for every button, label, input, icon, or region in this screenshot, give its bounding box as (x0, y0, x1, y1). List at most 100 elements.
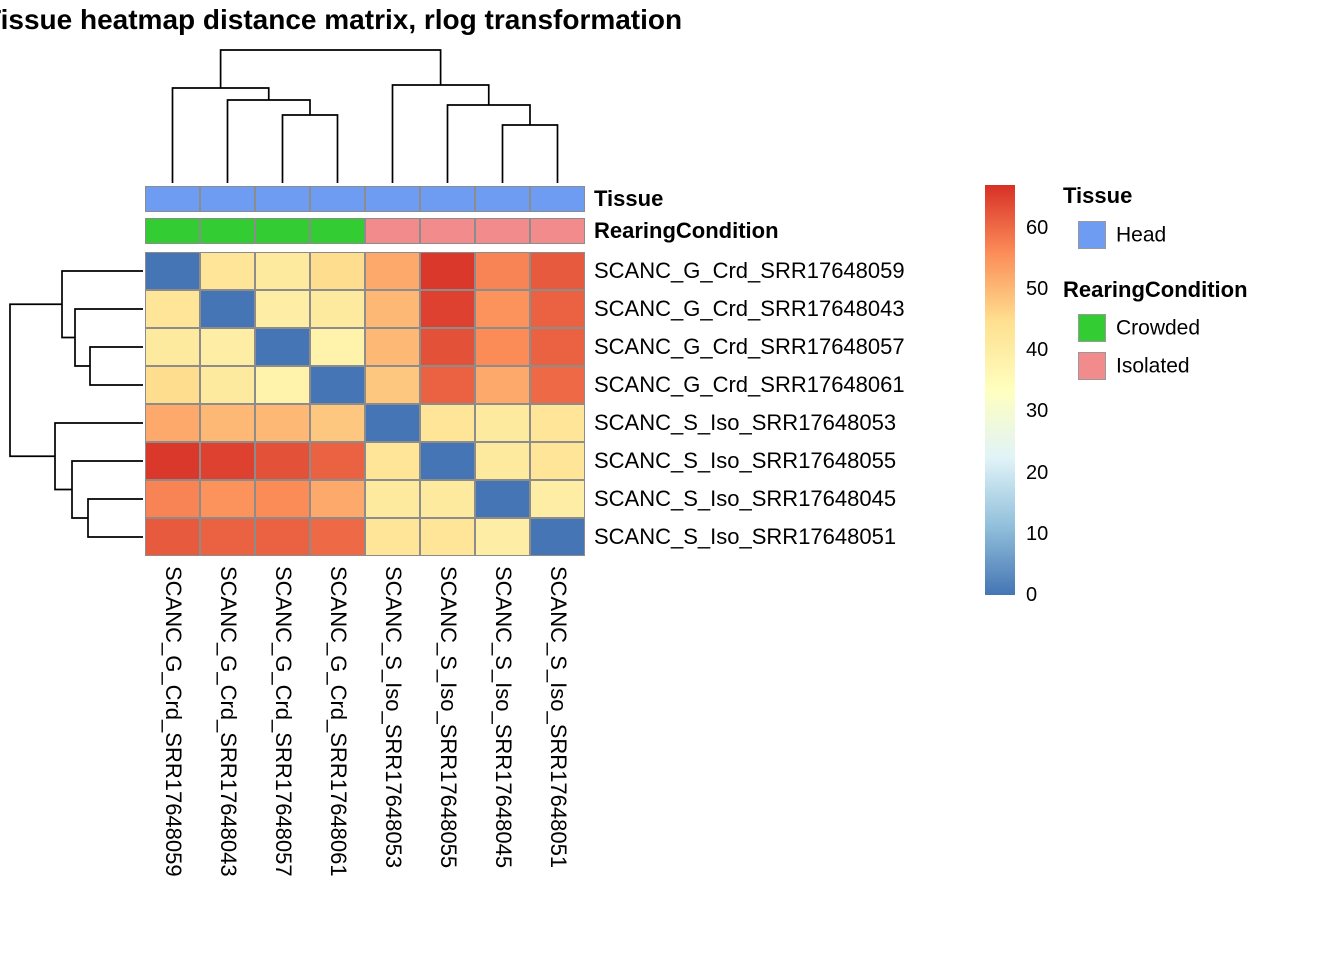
column-label: SCANC_S_Iso_SRR17648051 (545, 566, 571, 869)
heatmap-cell (145, 518, 200, 556)
heatmap-cell (145, 442, 200, 480)
heatmap-cell (145, 404, 200, 442)
heatmap-cell (420, 480, 475, 518)
heatmap-cell (255, 480, 310, 518)
annotation-cell-head (420, 186, 475, 212)
annotation-cell-crowded (145, 218, 200, 244)
color-scale-tick: 20 (1026, 461, 1049, 484)
legend-item-label: Head (1116, 223, 1167, 247)
chart-title: Tissue heatmap distance matrix, rlog tra… (0, 4, 683, 35)
heatmap-cell (420, 290, 475, 328)
heatmap-cell (530, 442, 585, 480)
heatmap-cell (255, 366, 310, 404)
heatmap-cell (310, 252, 365, 290)
heatmap-cell (200, 328, 255, 366)
annotation-cell-head (365, 186, 420, 212)
heatmap-cell (310, 442, 365, 480)
color-scale-bar (985, 185, 1015, 595)
annotation-cell-crowded (200, 218, 255, 244)
heatmap-cell (255, 328, 310, 366)
heatmap-cell (475, 366, 530, 404)
heatmap-cell (475, 442, 530, 480)
annotation-track-tissue (145, 186, 585, 212)
heatmap-cell (530, 480, 585, 518)
column-label: SCANC_S_Iso_SRR17648055 (435, 566, 461, 869)
heatmap-cell (200, 442, 255, 480)
column-dendrogram (171, 49, 559, 183)
annotation-label-rearing-condition: RearingCondition (594, 218, 779, 243)
annotation-cell-head (200, 186, 255, 212)
row-label: SCANC_S_Iso_SRR17648053 (594, 410, 897, 435)
annotation-cell-crowded (310, 218, 365, 244)
legend-item-head: Head (1078, 221, 1167, 250)
column-label: SCANC_G_Crd_SRR17648059 (160, 566, 186, 877)
heatmap-cell (255, 290, 310, 328)
heatmap-cell (420, 442, 475, 480)
heatmap-cell (530, 328, 585, 366)
color-scale-tick: 10 (1026, 522, 1049, 545)
heatmap-cell (200, 366, 255, 404)
column-label: SCANC_G_Crd_SRR17648043 (215, 566, 241, 877)
annotation-cell-head (475, 186, 530, 212)
row-label: SCANC_G_Crd_SRR17648059 (594, 258, 905, 283)
heatmap-cell (365, 252, 420, 290)
heatmap-cell (310, 328, 365, 366)
legend-rearing-condition-title: RearingCondition (1063, 277, 1248, 302)
heatmap-cell (145, 366, 200, 404)
heatmap-cell (255, 404, 310, 442)
annotation-label-tissue: Tissue (594, 186, 664, 211)
heatmap-cell (310, 480, 365, 518)
heatmap-cell (145, 480, 200, 518)
heatmap-cell (365, 518, 420, 556)
heatmap-cell (200, 480, 255, 518)
annotation-cell-head (145, 186, 200, 212)
heatmap-cell (365, 290, 420, 328)
annotation-cell-isolated (475, 218, 530, 244)
heatmap-cell (310, 404, 365, 442)
heatmap-cell (420, 404, 475, 442)
dendrograms (9, 49, 559, 538)
head-color-swatch (1078, 221, 1106, 250)
heatmap-cell (475, 404, 530, 442)
legend-item-label: Isolated (1116, 354, 1190, 378)
row-label: SCANC_S_Iso_SRR17648045 (594, 486, 897, 511)
heatmap-cell (145, 328, 200, 366)
isolated-color-swatch (1078, 352, 1106, 381)
row-label: SCANC_G_Crd_SRR17648057 (594, 334, 905, 359)
annotation-cell-crowded (255, 218, 310, 244)
heatmap-cell (475, 328, 530, 366)
heatmap-cell (365, 480, 420, 518)
annotation-cell-isolated (365, 218, 420, 244)
heatmap-grid (145, 252, 585, 556)
color-scale-tick: 0 (1026, 584, 1038, 606)
heatmap-cell (530, 404, 585, 442)
annotation-cell-isolated (420, 218, 475, 244)
heatmap-cell (200, 290, 255, 328)
column-label: SCANC_G_Crd_SRR17648057 (270, 566, 296, 877)
color-scale-tick: 60 (1026, 216, 1049, 239)
legend-tissue-title: Tissue (1063, 183, 1133, 208)
annotation-cell-head (530, 186, 585, 212)
heatmap-cell (200, 518, 255, 556)
heatmap-cell (145, 290, 200, 328)
heatmap-cell (200, 404, 255, 442)
heatmap-cell (475, 290, 530, 328)
row-label: SCANC_S_Iso_SRR17648055 (594, 448, 897, 473)
heatmap-cell (475, 518, 530, 556)
row-label: SCANC_G_Crd_SRR17648043 (594, 296, 905, 321)
column-label: SCANC_S_Iso_SRR17648053 (380, 566, 406, 869)
crowded-color-swatch (1078, 314, 1106, 343)
heatmap-cell (475, 480, 530, 518)
heatmap-cell (530, 366, 585, 404)
row-dendrogram (9, 270, 143, 538)
heatmap-cell (530, 252, 585, 290)
heatmap-cell (365, 366, 420, 404)
heatmap-cell (365, 404, 420, 442)
heatmap-cell (420, 366, 475, 404)
color-scale-tick: 40 (1026, 339, 1049, 362)
column-label: SCANC_S_Iso_SRR17648045 (490, 566, 516, 869)
heatmap-cell (530, 290, 585, 328)
legend-item-isolated: Isolated (1078, 352, 1190, 381)
